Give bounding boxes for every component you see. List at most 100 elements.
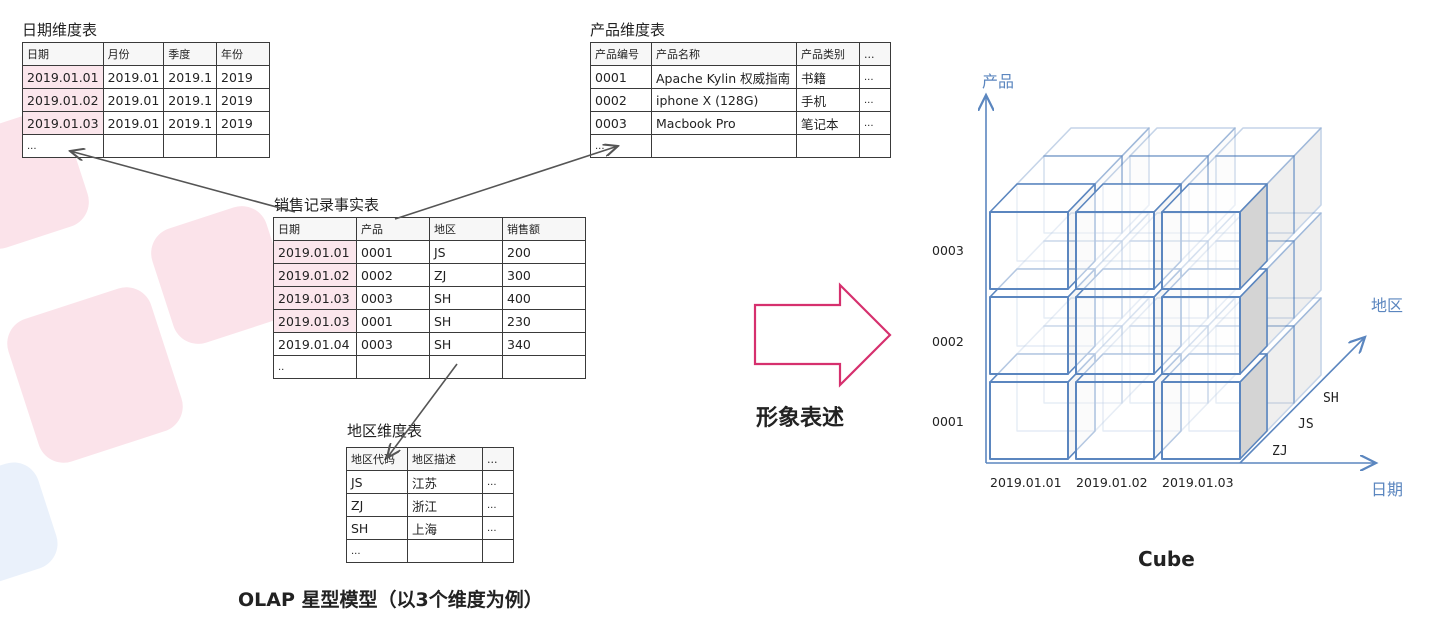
table-cell: SH bbox=[429, 309, 503, 333]
table-cell: ... bbox=[859, 65, 891, 89]
table-header: 产品名称 bbox=[651, 42, 797, 66]
date-tick: 2019.01.01 bbox=[990, 475, 1062, 490]
table-cell: .. bbox=[273, 355, 357, 379]
region-axis bbox=[1239, 337, 1365, 464]
cube-cell-front bbox=[989, 296, 1069, 375]
table-cell: 2019.01.03 bbox=[273, 309, 357, 333]
cube-cell-front bbox=[989, 211, 1069, 290]
region-tick: SH bbox=[1323, 391, 1339, 406]
product-tick: 0002 bbox=[932, 334, 964, 349]
table-cell bbox=[356, 355, 430, 379]
fact-to-region-connector bbox=[387, 363, 458, 458]
table-cell: 2019.01.03 bbox=[22, 111, 104, 135]
table-header: 日期 bbox=[273, 217, 357, 241]
axis-label-product: 产品 bbox=[982, 72, 1015, 91]
table-row: ... bbox=[346, 539, 514, 563]
table-cell: 2019.1 bbox=[163, 111, 218, 135]
table-header: 日期 bbox=[22, 42, 104, 66]
table-row: ... bbox=[22, 134, 271, 158]
table-cell: ZJ bbox=[429, 263, 503, 287]
table-header: 产品编号 bbox=[590, 42, 652, 66]
axis-label-date: 日期 bbox=[1371, 480, 1404, 499]
cube-cell-side bbox=[1293, 297, 1322, 404]
table-cell: 2019 bbox=[216, 111, 271, 135]
table-cell: ... bbox=[22, 134, 104, 158]
table-header: 季度 bbox=[163, 42, 218, 66]
table-row: .. bbox=[273, 355, 586, 379]
cube-cell-front bbox=[989, 381, 1069, 460]
cube-cell-side bbox=[1293, 212, 1322, 319]
table-cell: Macbook Pro bbox=[651, 111, 797, 135]
table-cell: 2019.01 bbox=[102, 88, 165, 112]
fact-table-title: 销售记录事实表 bbox=[274, 196, 380, 214]
fact-to-date-connector bbox=[70, 151, 296, 213]
product-dim-title: 产品维度表 bbox=[590, 21, 666, 39]
table-cell bbox=[482, 539, 514, 563]
cube-caption: Cube bbox=[1138, 547, 1195, 571]
table-cell: 2019.01.02 bbox=[273, 263, 357, 287]
product-tick: 0001 bbox=[932, 414, 964, 429]
table-row: ... bbox=[590, 134, 891, 158]
table-cell bbox=[796, 134, 860, 158]
cube-cell-front bbox=[1075, 211, 1155, 290]
table-cell: ... bbox=[346, 539, 408, 563]
table-cell bbox=[429, 355, 503, 379]
table-cell: SH bbox=[429, 286, 503, 310]
table-header: 月份 bbox=[102, 42, 165, 66]
table-cell: 2019.1 bbox=[163, 88, 218, 112]
date-dim-title: 日期维度表 bbox=[22, 21, 98, 39]
table-cell bbox=[859, 134, 891, 158]
cube-cell-front bbox=[1075, 296, 1155, 375]
table-cell: 2019.01.02 bbox=[22, 88, 104, 112]
table-cell: 2019.01 bbox=[102, 65, 165, 89]
table-cell: 230 bbox=[502, 309, 586, 333]
date-tick: 2019.01.03 bbox=[1162, 475, 1234, 490]
table-cell: 0001 bbox=[590, 65, 652, 89]
arrow-label: 形象表述 bbox=[756, 406, 845, 431]
table-cell: 340 bbox=[502, 332, 586, 356]
table-cell: 0003 bbox=[590, 111, 652, 135]
cube-cell-side bbox=[1293, 127, 1322, 234]
region-tick: ZJ bbox=[1272, 444, 1288, 459]
table-cell bbox=[407, 539, 483, 563]
cube-cell-front bbox=[1161, 211, 1241, 290]
table-cell: iphone X (128G) bbox=[651, 88, 797, 112]
axis-label-region: 地区 bbox=[1371, 296, 1404, 315]
star-model-caption: OLAP 星型模型（以3个维度为例） bbox=[238, 589, 543, 611]
table-cell: 2019 bbox=[216, 88, 271, 112]
table-header: ... bbox=[482, 447, 514, 471]
cube-cell-top bbox=[1215, 127, 1322, 157]
cube-cell-front bbox=[1161, 381, 1241, 460]
table-cell: 2019.1 bbox=[163, 65, 218, 89]
table-header: ... bbox=[859, 42, 891, 66]
table-cell bbox=[216, 134, 271, 158]
cube-cell-top bbox=[1129, 127, 1236, 157]
table-cell bbox=[163, 134, 218, 158]
product-tick: 0003 bbox=[932, 243, 964, 258]
cube-cell-front bbox=[1075, 381, 1155, 460]
table-cell bbox=[651, 134, 797, 158]
table-cell: 2019 bbox=[216, 65, 271, 89]
fact-to-product-connector bbox=[394, 146, 618, 220]
table-cell: 书籍 bbox=[796, 65, 860, 89]
right-arrow-icon bbox=[753, 282, 892, 388]
table-cell bbox=[102, 134, 165, 158]
cube-cell-front bbox=[1161, 296, 1241, 375]
table-cell bbox=[502, 355, 586, 379]
date-tick: 2019.01.02 bbox=[1076, 475, 1148, 490]
cube-cell-top bbox=[1043, 127, 1150, 157]
